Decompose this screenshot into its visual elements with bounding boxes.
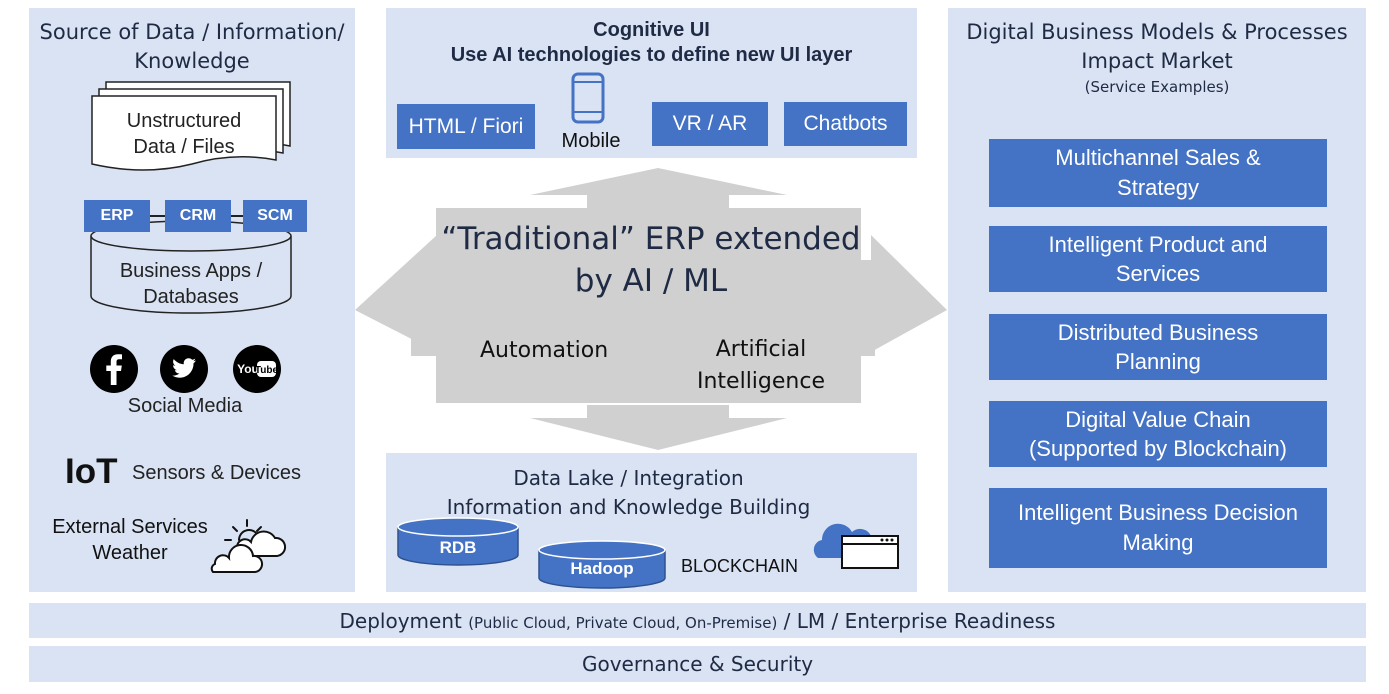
- erp-tag: ERP: [84, 200, 150, 232]
- service-box-multichannel: Multichannel Sales &Strategy: [989, 139, 1327, 207]
- mobile-label: Mobile: [561, 130, 621, 152]
- external-services-label: External Services Weather: [52, 516, 208, 564]
- governance-bar: Governance & Security: [29, 646, 1366, 682]
- governance-label: Governance & Security: [581, 652, 814, 676]
- automation-label: Automation: [480, 338, 609, 363]
- social-media-label: Social Media: [127, 395, 243, 417]
- documents-icon: [91, 81, 291, 171]
- data-lake-title: Data Lake / Integration Information and …: [446, 466, 811, 519]
- chatbots-box: Chatbots: [784, 102, 907, 146]
- deployment-bar: Deployment (Public Cloud, Private Cloud,…: [29, 603, 1366, 638]
- hadoop-label: Hadoop: [570, 559, 634, 578]
- four-way-arrow: [355, 168, 947, 450]
- youtube-icon: You Tube: [233, 345, 281, 393]
- service-box-value-chain: Digital Value Chain(Supported by Blockch…: [989, 401, 1327, 467]
- html-fiori-box: HTML / Fiori: [397, 104, 535, 149]
- cognitive-ui-title: Cognitive UI Use AI technologies to defi…: [450, 19, 853, 66]
- rdb-label: RDB: [439, 538, 477, 557]
- cloud-browser-icon: [813, 523, 899, 569]
- mobile-phone-icon: [571, 72, 605, 124]
- vr-ar-box: VR / AR: [652, 102, 768, 146]
- deployment-label: Deployment (Public Cloud, Private Cloud,…: [339, 608, 1056, 633]
- service-examples-subtitle: (Service Examples): [1084, 78, 1230, 96]
- sensors-devices-label: Sensors & Devices: [132, 462, 301, 484]
- artificial-intelligence-label: Artificial Intelligence: [696, 337, 825, 394]
- rdb-cylinder-icon: [397, 517, 519, 566]
- svg-text:Tube: Tube: [255, 365, 279, 376]
- database-icon: [90, 220, 292, 314]
- center-title: “Traditional” ERP extended by AI / ML: [441, 221, 861, 299]
- svg-text:You: You: [237, 362, 259, 376]
- data-sources-title: Source of Data / Information/ Knowledge: [39, 20, 345, 73]
- unstructured-data-label: Unstructured Data / Files: [126, 110, 242, 158]
- crm-tag: CRM: [165, 200, 231, 232]
- facebook-icon: [90, 345, 138, 393]
- weather-icon: [210, 519, 286, 573]
- scm-tag: SCM: [243, 200, 307, 232]
- twitter-icon: [160, 345, 208, 393]
- iot-label: IoT: [65, 452, 118, 491]
- hadoop-cylinder-icon: [538, 540, 666, 589]
- business-apps-label: Business Apps / Databases: [119, 260, 263, 308]
- business-models-title: Digital Business Models & Processes Impa…: [966, 20, 1348, 73]
- blockchain-label: BLOCKCHAIN: [681, 556, 799, 576]
